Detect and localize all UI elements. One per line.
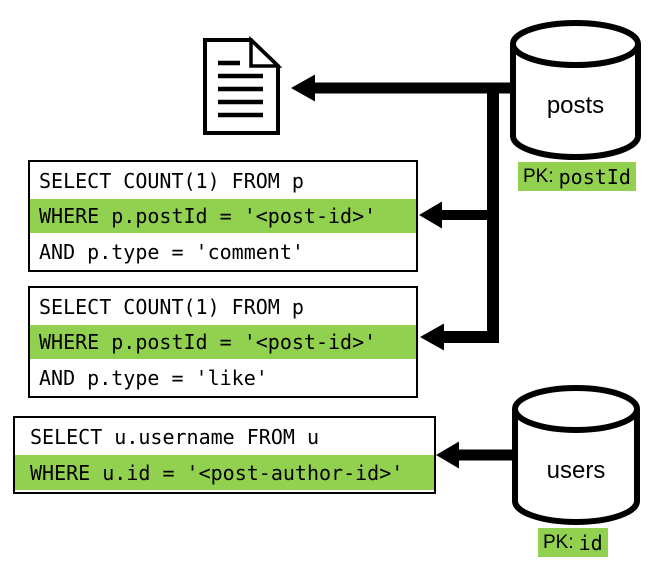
document-icon — [203, 35, 283, 135]
posts-db-label: posts — [546, 92, 605, 119]
query-box-username: SELECT u.username FROM u WHERE u.id = '<… — [13, 416, 436, 494]
pk-badge-posts: PK: postId — [518, 162, 636, 191]
query-line: SELECT COUNT(1) FROM p — [39, 294, 304, 319]
query-box-like-count: SELECT COUNT(1) FROM p WHERE p.postId = … — [28, 286, 418, 398]
query-line-highlighted: WHERE p.postId = '<post-id>' — [30, 199, 416, 233]
query-line: AND p.type = 'like' — [39, 365, 268, 390]
query-line: SELECT u.username FROM u — [30, 424, 319, 449]
query-line-highlighted: WHERE p.postId = '<post-id>' — [30, 325, 416, 359]
posts-database-cylinder-icon — [510, 20, 641, 160]
users-database-cylinder-icon — [512, 385, 640, 525]
query-line: AND p.type = 'comment' — [39, 239, 304, 264]
query-box-comment-count: SELECT COUNT(1) FROM p WHERE p.postId = … — [28, 160, 418, 272]
query-line: SELECT COUNT(1) FROM p — [39, 168, 304, 193]
arrow-users-to-username-query — [436, 441, 514, 469]
pk-badge-users: PK: id — [538, 528, 608, 557]
arrow-posts-to-comment-query — [419, 201, 499, 229]
pk-value-label: id — [578, 530, 603, 555]
users-db-label: users — [546, 457, 606, 484]
pk-prefix-label: PK: — [543, 531, 574, 553]
arrow-posts-to-like-query — [420, 82, 499, 351]
arrow-posts-to-document — [291, 74, 510, 102]
pk-value-label: postId — [558, 164, 631, 189]
query-line-highlighted: WHERE u.id = '<post-author-id>' — [15, 455, 434, 490]
pk-prefix-label: PK: — [523, 165, 554, 187]
